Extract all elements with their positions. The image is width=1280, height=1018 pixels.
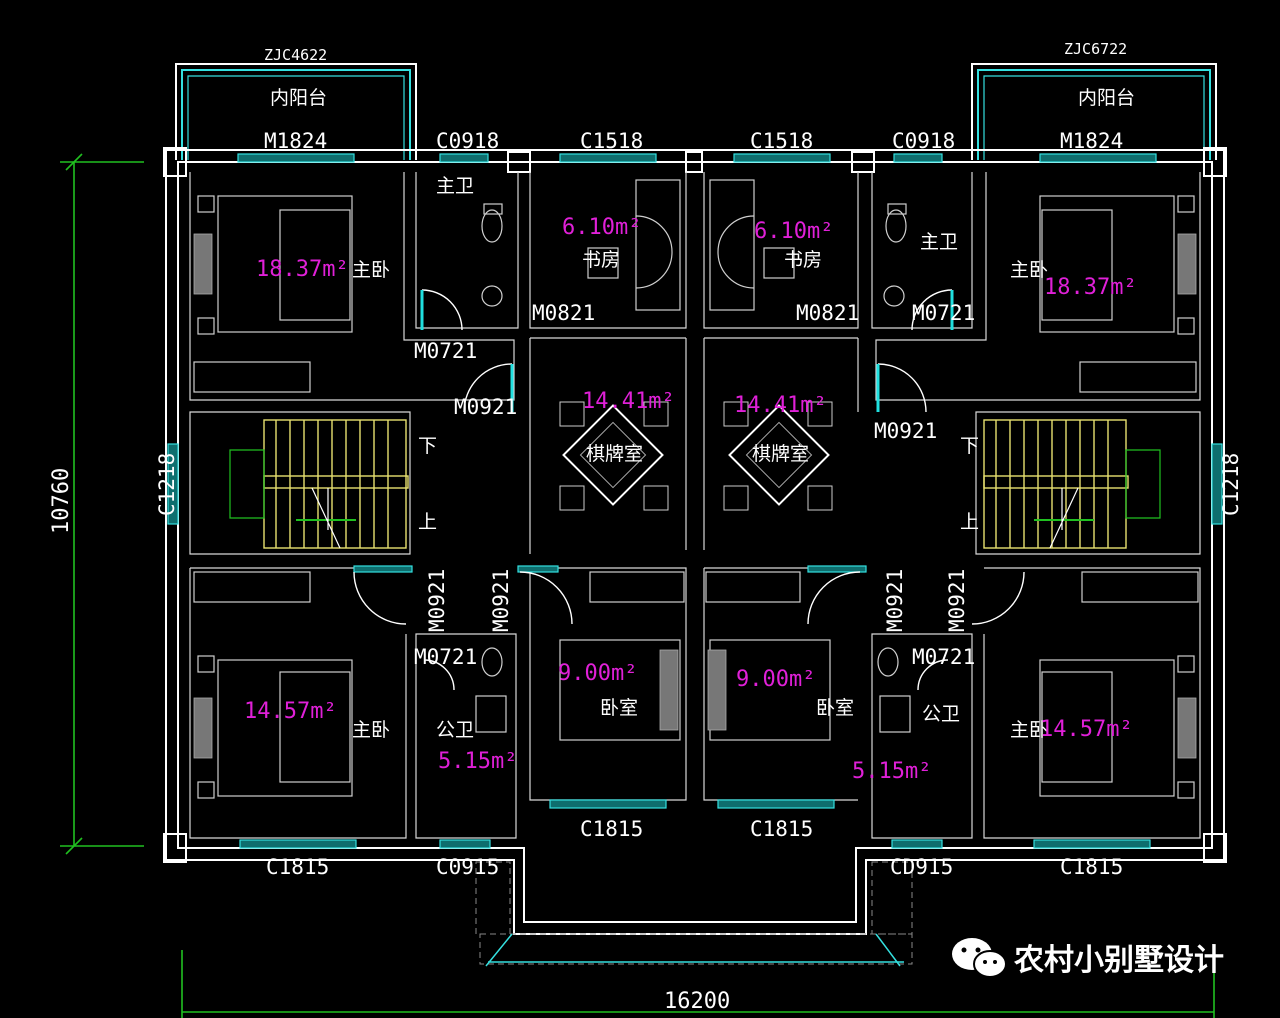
balcony-left (175, 63, 417, 160)
balcony-right (971, 63, 1217, 160)
mahjong-table-l (559, 401, 669, 511)
mahjong-table-r (723, 401, 833, 511)
room-master-tl: 主卧 (352, 259, 390, 281)
label-m0721-br: M0721 (912, 645, 975, 669)
label-m0721-tr: M0721 (912, 301, 975, 325)
watermark-text: 农村小别墅设计 (1013, 943, 1224, 978)
room-mahjong-l: 棋牌室 (586, 443, 643, 465)
area-master-tl: 18.37m² (256, 257, 349, 282)
entry-steps (475, 861, 913, 967)
room-pbath-l: 公卫 (436, 719, 474, 741)
dimension-width (181, 950, 1215, 1018)
balcony-code-right: ZJC6722 (1064, 40, 1127, 58)
label-m0921-tr: M0921 (874, 419, 937, 443)
label-c1815-bl: C1815 (266, 855, 329, 879)
room-mahjong-r: 棋牌室 (752, 443, 809, 465)
area-master-bl: 14.57m² (244, 699, 337, 724)
stairs-left (229, 419, 409, 549)
label-m0721-tl: M0721 (414, 339, 477, 363)
stair-down-left: 下 (418, 435, 437, 457)
label-m0821-left: M0821 (532, 301, 595, 325)
bed-bedroom-r (705, 571, 831, 741)
doors (353, 289, 1025, 691)
balcony-code-left: ZJC4622 (264, 46, 327, 64)
wechat-icon (952, 938, 1007, 978)
label-m0721-bl: M0721 (414, 645, 477, 669)
dimension-height (60, 153, 144, 855)
label-m1824-left: M1824 (264, 129, 327, 153)
bed-bedroom-l (559, 571, 685, 741)
label-m0921-v1: M0921 (425, 569, 449, 632)
room-master-bl: 主卧 (352, 719, 390, 741)
dimension-height-label: 10760 (49, 468, 74, 534)
area-master-br: 14.57m² (1040, 717, 1133, 742)
area-mahjong-r: 14.41m² (734, 393, 827, 418)
label-m0921-v2: M0921 (489, 569, 513, 632)
bed-master-tr (1039, 195, 1197, 393)
dimension-width-label: 16200 (664, 989, 730, 1014)
label-c1518-left: C1518 (580, 129, 643, 153)
stair-down-right: 下 (960, 435, 979, 457)
label-c0918-left: C0918 (436, 129, 499, 153)
study-desk-r (709, 179, 795, 311)
label-m1824-right: M1824 (1060, 129, 1123, 153)
bath-fixtures (475, 203, 911, 733)
room-bath-tr: 主卫 (920, 231, 958, 253)
area-bed-l: 9.00m² (558, 661, 637, 686)
area-bed-r: 9.00m² (736, 667, 815, 692)
balcony-label-right: 内阳台 (1078, 87, 1135, 109)
label-c0915-right: CD915 (890, 855, 953, 879)
room-bed-r: 卧室 (816, 697, 854, 719)
label-c1815-bc2: C1815 (750, 817, 813, 841)
room-master-tr: 主卧 (1010, 259, 1048, 281)
interior-walls (189, 172, 1201, 839)
room-bed-l: 卧室 (600, 697, 638, 719)
label-m0921-v4: M0921 (945, 569, 969, 632)
stair-up-right: 上 (960, 511, 979, 533)
balcony-label-left: 内阳台 (270, 87, 327, 109)
area-master-tr: 18.37m² (1044, 275, 1137, 300)
label-c1518-right: C1518 (750, 129, 813, 153)
room-study-r: 书房 (784, 249, 822, 271)
label-m0921-tl: M0921 (454, 395, 517, 419)
label-c1218-left: C1218 (155, 453, 179, 516)
room-pbath-r: 公卫 (922, 703, 960, 725)
room-bath-tl: 主卫 (436, 175, 474, 197)
study-desk-l (587, 179, 681, 311)
windows (167, 153, 1223, 849)
area-study-r: 6.10m² (754, 219, 833, 244)
area-study-l: 6.10m² (562, 215, 641, 240)
stairs-right (983, 419, 1161, 549)
label-c0915-left: C0915 (436, 855, 499, 879)
label-m0921-v3: M0921 (883, 569, 907, 632)
label-c1218-right: C1218 (1219, 453, 1243, 516)
bed-master-br (1039, 571, 1199, 799)
bed-master-tl (193, 195, 353, 393)
room-master-br: 主卧 (1010, 719, 1048, 741)
area-pbath-l: 5.15m² (438, 749, 517, 774)
bed-master-bl (193, 571, 353, 799)
room-study-l: 书房 (582, 249, 620, 271)
area-pbath-r: 5.15m² (852, 759, 931, 784)
label-c0918-right: C0918 (892, 129, 955, 153)
label-c1815-bc1: C1815 (580, 817, 643, 841)
label-c1815-br: C1815 (1060, 855, 1123, 879)
label-m0821-right: M0821 (796, 301, 859, 325)
stair-up-left: 上 (418, 511, 437, 533)
area-mahjong-l: 14.41m² (582, 389, 675, 414)
